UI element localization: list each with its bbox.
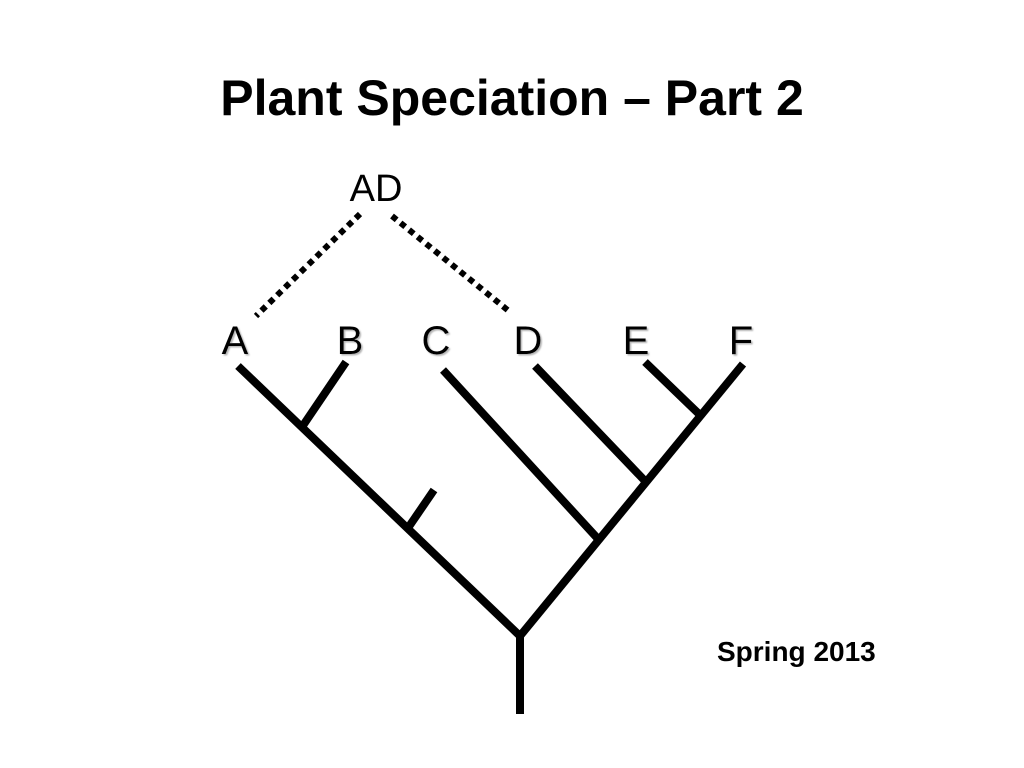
ancestor-label-ad: AD: [350, 168, 403, 210]
taxon-label-f: F: [729, 319, 753, 363]
hybridization-lines: [253, 211, 512, 319]
taxon-label-a: A: [222, 319, 249, 363]
hybrid-line-to-a: [253, 211, 363, 319]
taxon-label-b: B: [337, 319, 364, 363]
branch-b: [298, 359, 350, 430]
taxon-label-e: E: [623, 319, 650, 363]
branch-c: [440, 367, 602, 543]
taxon-labels: A B C D E F: [222, 319, 754, 363]
taxon-label-d: D: [514, 319, 543, 363]
branch-root-to-f: [516, 361, 747, 639]
branch-d: [532, 363, 649, 485]
slide-title: Plant Speciation – Part 2: [220, 70, 804, 126]
tree-branches: [235, 359, 747, 714]
taxon-label-c: C: [422, 319, 451, 363]
footer-date: Spring 2013: [717, 636, 876, 667]
hybrid-line-to-d: [390, 213, 512, 315]
branch-root-to-a: [235, 363, 523, 639]
branch-stub: [404, 487, 438, 531]
branch-e: [642, 359, 702, 417]
